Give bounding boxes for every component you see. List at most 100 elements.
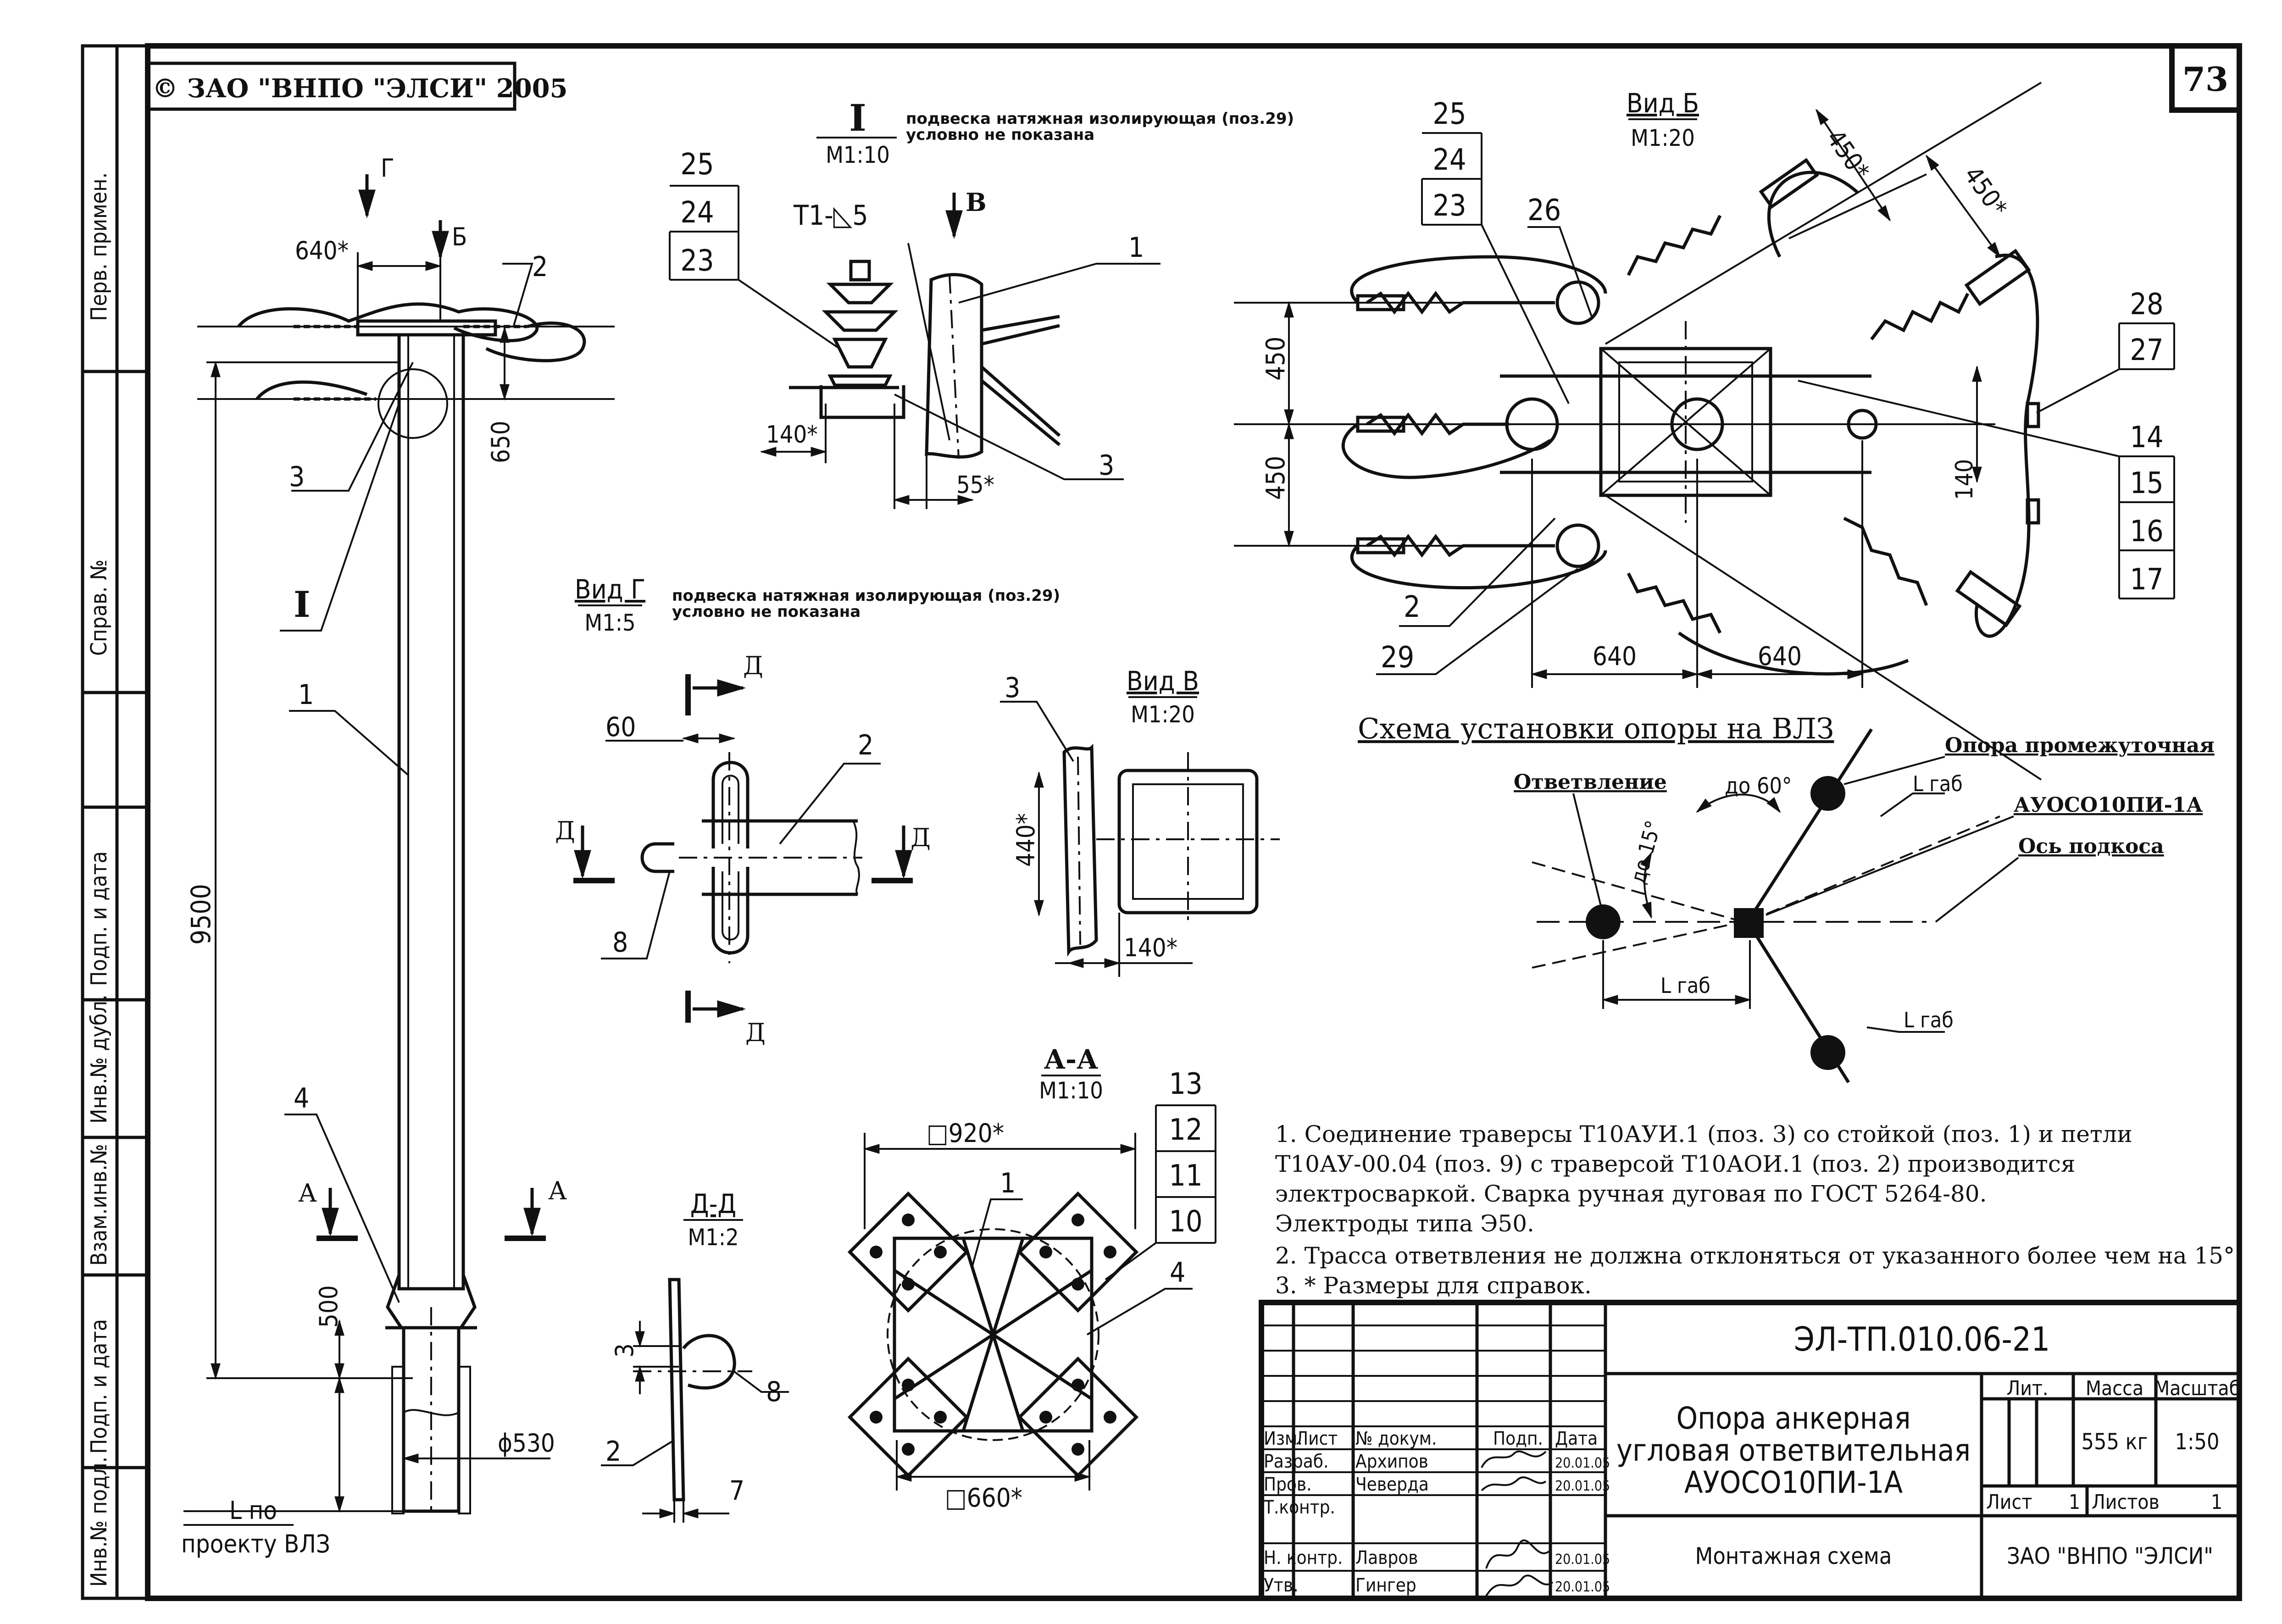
view-v-pos-3: 3 [1005,672,1020,704]
view-b-pos-15: 15 [2130,466,2163,500]
view-b-dim-640-left: 640 [1593,642,1637,671]
main-detail-i: I [294,584,311,626]
section-aa-dim-920: □920* [927,1119,1004,1148]
row-razrab: Разраб. [1264,1451,1328,1472]
view-b: Вид Б М1:20 [1234,82,2175,781]
view-g-dim-60: 60 [605,711,636,743]
view-b-pos-24: 24 [1432,143,1466,177]
stamp-inv-podl: Инв.№ подл. [86,1457,112,1587]
section-aa-pos-13: 13 [1169,1067,1202,1101]
scale-header: Масштаб [2154,1377,2240,1400]
sheet-label: Лист [1986,1491,2032,1514]
note-line-4: Электроды типа Э50. [1275,1210,1534,1237]
doc-name-2: угловая ответвительная [1616,1433,1971,1468]
scheme-title: Схема установки опоры на ВЛЗ [1358,712,1834,745]
view-g-scale: М1:5 [584,610,635,636]
view-b-dim-450-lower: 450 [1261,456,1291,500]
view-b-dim-640-right: 640 [1758,642,1802,671]
di-dim-55: 55* [956,471,994,499]
scheme-l-gab-1: L габ [1660,973,1710,998]
name-razrab: Архипов [1355,1451,1428,1472]
view-g-d-left: Д [555,816,575,845]
section-dd-scale: М1:2 [688,1224,738,1251]
notes: 1. Соединение траверсы Т10АУИ.1 (поз. 3)… [1275,1121,2242,1299]
hdr-doc: № докум. [1355,1428,1437,1449]
signature-utv [1485,1574,1554,1597]
view-b-pos-29: 29 [1381,641,1414,675]
hdr-list: Лист [1296,1428,1338,1449]
section-aa-dim-660: □660* [945,1483,1022,1513]
dim-650: 650 [486,421,515,463]
title-block: ЭЛ-ТП.010.06-21 Опора анкерная угловая о… [1259,1300,2242,1601]
view-b-pos-2: 2 [1404,590,1421,624]
detail-i-note-1: подвеска натяжная изолирующая (поз.29) [906,110,1294,128]
scheme-anchor-pole [1734,908,1764,938]
doc-company: ЗАО "ВНПО "ЭЛСИ" [2007,1543,2213,1569]
view-b-pos-27: 27 [2130,333,2163,367]
weld-symbol: Т1-◺5 [793,200,868,232]
di-pos-23: 23 [680,244,714,278]
view-b-dim-450b: 450* [1958,161,2013,222]
date-utv: 20.01.05 [1555,1579,1610,1595]
di-pos-1: 1 [1128,232,1144,264]
scheme-intermediate-pole-top [1810,776,1845,811]
note-line-6: 3. * Размеры для справок. [1275,1272,1592,1299]
view-arrow-g: Г [381,154,394,183]
name-prov: Чеверда [1355,1474,1429,1495]
row-tkontr: Т.контр. [1263,1497,1335,1518]
view-b-pos-28: 28 [2130,288,2163,321]
dim-530: ϕ530 [498,1429,555,1458]
mass-header: Масса [2086,1377,2143,1400]
section-a-right: А [548,1176,567,1205]
row-prov: Пров. [1264,1474,1312,1495]
main-pos-1: 1 [298,679,314,711]
view-b-dim-450-upper: 450 [1261,337,1291,381]
sheet-frame [81,43,2242,1601]
date-prov: 20.01.05 [1555,1478,1610,1494]
section-aa-pos-11: 11 [1169,1159,1202,1193]
view-v-dim-140: 140* [1124,933,1177,962]
view-g-d-top: Д [743,651,763,680]
detail-i: I М1:10 подвеска натяжная изолирующая (п… [669,96,1294,509]
signature-nkontr [1485,1539,1551,1569]
di-dim-140: 140* [766,421,818,449]
note-line-5: 2. Трасса ответвления не должна отклонят… [1275,1242,2242,1269]
detail-i-view-v: В [966,188,987,217]
scheme-intermediate-label: Опора промежуточная [1945,734,2215,757]
scheme-brace-axis: Ось подкоса [2018,835,2164,858]
sheets-label: Листов [2092,1491,2160,1514]
view-v: Вид В М1:20 440* 140* 3 [1000,665,1280,977]
view-g-pos-8: 8 [612,926,628,959]
sheets-value: 1 [2211,1491,2222,1514]
detail-i-title: I [849,96,866,139]
section-aa-pos-10: 10 [1169,1205,1202,1239]
row-nkontr: Н. контр. [1264,1547,1343,1569]
view-g-d-right: Д [911,823,931,852]
name-nkontr: Лавров [1355,1547,1418,1569]
detail-i-scale: М1:10 [826,142,890,168]
view-g: Вид Г М1:5 подвеска натяжная изолирующая… [555,574,1060,1047]
hdr-sign: Подп. [1493,1428,1543,1449]
view-g-note-1: подвеска натяжная изолирующая (поз.29) [672,587,1060,605]
date-nkontr: 20.01.05 [1555,1552,1610,1568]
side-stamps: Перв. примен. Справ. № Подп. и дата Инв.… [86,172,112,1587]
section-a-left: А [298,1179,317,1208]
scheme-pole-name: АУОСО10ПИ-1А [2014,793,2203,817]
doc-subtitle: Монтажная схема [1695,1543,1892,1569]
view-v-title: Вид В [1127,665,1199,697]
di-pos-24: 24 [680,196,714,230]
l-label-1: L по [229,1496,277,1525]
note-line-1: 1. Соединение траверсы Т10АУИ.1 (поз. 3)… [1275,1121,2132,1147]
view-b-pos-14: 14 [2130,421,2163,454]
view-arrow-b: Б [452,222,467,251]
section-aa-pos-12: 12 [1169,1113,1202,1147]
view-b-pos-16: 16 [2130,515,2163,549]
scheme-angle-60: до 60° [1725,773,1792,799]
detail-i-note-2: условно не показана [906,126,1094,144]
view-g-d-bottom: Д [745,1018,766,1047]
stamp-perv-primen: Перв. примен. [86,172,112,321]
lit-header: Лит. [2006,1377,2048,1400]
view-b-pos-25: 25 [1432,97,1466,131]
section-aa-pos-1: 1 [1000,1167,1016,1199]
scheme-branch-pole [1586,904,1621,939]
